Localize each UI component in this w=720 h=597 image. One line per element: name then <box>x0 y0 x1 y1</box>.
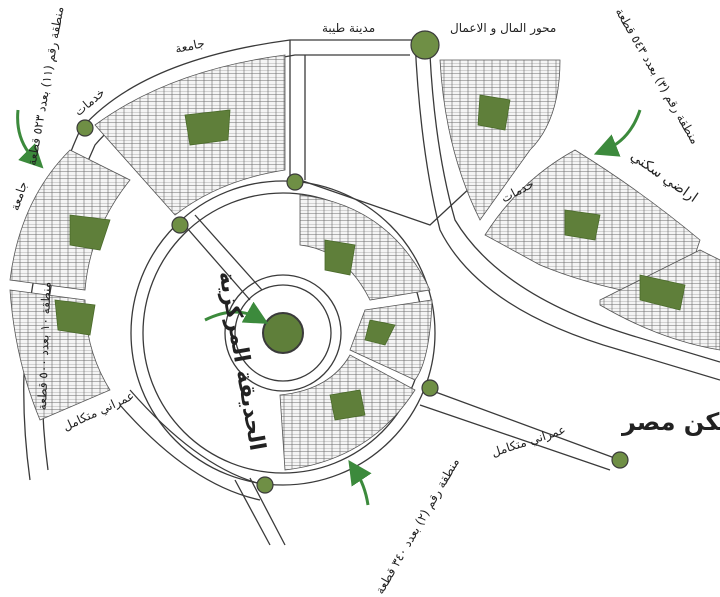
label-sakan-misr: سكن مصر <box>622 408 720 436</box>
roundabout-icon <box>256 476 274 494</box>
green-parks <box>54 94 686 421</box>
roundabout-icon <box>421 379 439 397</box>
label-madinat-tiba: مدينة طيبة <box>322 21 376 35</box>
roundabout-icon <box>611 451 629 469</box>
plan-svg <box>9 30 720 546</box>
zone-arrows <box>16 109 642 506</box>
zone-arrow-icon <box>204 301 269 324</box>
roundabout-icon <box>286 173 304 191</box>
zone-arrow-icon <box>16 109 44 169</box>
roundabouts <box>76 30 629 494</box>
central-park-circle <box>262 312 304 354</box>
roundabout-icon <box>410 30 440 60</box>
road-network <box>23 39 720 546</box>
zone-arrow-icon <box>593 109 642 157</box>
urban-master-plan-map: مدينة طيبة محور المال و الاعمال جامعة خد… <box>8 5 720 597</box>
zone-arrow-icon <box>348 460 372 506</box>
label-mehwar: محور المال و الاعمال <box>450 21 557 35</box>
roundabout-icon <box>171 216 189 234</box>
roundabout-icon <box>76 119 94 137</box>
